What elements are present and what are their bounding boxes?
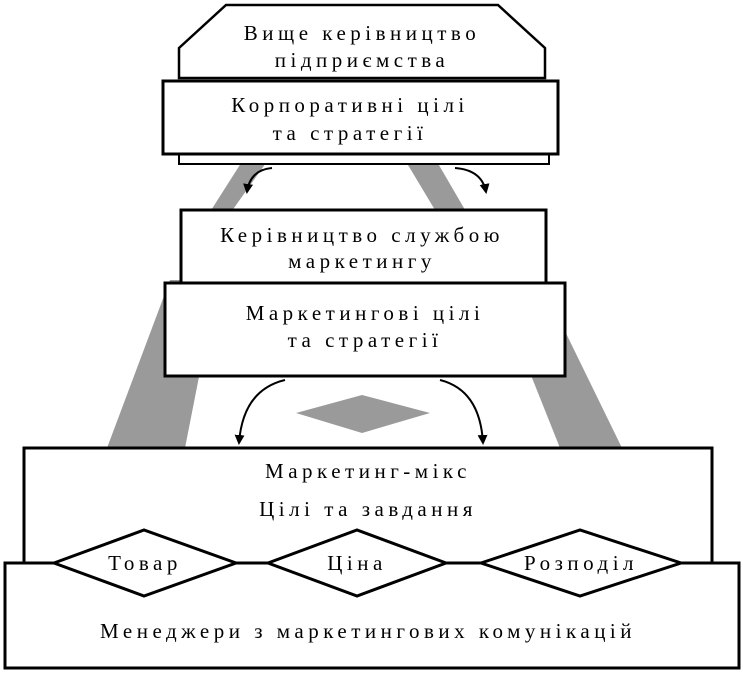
marketing-goals-label-line1: Маркетингові цілі: [246, 301, 485, 325]
marketing-mix-label-line2: Цілі та завдання: [259, 497, 477, 521]
communication-managers-label: Менеджери з маркетингових комунікацій: [100, 619, 636, 643]
marketing-mix-label-line1: Маркетинг-мікс: [265, 459, 471, 483]
marketing-goals-block: [163, 281, 567, 378]
upper-right-arrow: [454, 167, 490, 194]
corporate-goals-label-line1: Корпоративні цілі: [231, 93, 469, 117]
marketing-management-label-line1: Керівництво службою: [220, 223, 504, 247]
top-management-block: [177, 3, 547, 80]
marketing-management-label-line2: маркетингу: [288, 249, 436, 273]
right-upper-band: [405, 160, 468, 215]
product-label: Товар: [108, 551, 182, 575]
left-upper-band: [208, 160, 268, 215]
product-diamond: [49, 528, 241, 598]
top-management-label-line1: Вище керівництво: [244, 21, 480, 45]
distribution-label: Розподіл: [524, 551, 638, 575]
upper-left-arrow: [243, 167, 273, 194]
center-diamond: [296, 395, 430, 433]
distribution-diamond: [476, 528, 686, 598]
marketing-management-block: [179, 208, 548, 288]
top-management-label-line2: підприємства: [275, 48, 450, 72]
corporate-goals-label-line2: та стратегії: [273, 121, 428, 145]
marketing-goals-label-line2: та стратегії: [288, 328, 443, 352]
price-diamond: [263, 528, 451, 598]
lower-left-arrow: [234, 379, 286, 445]
lower-right-arrow: [439, 379, 488, 445]
corporate-goals-block: [161, 79, 560, 156]
price-label: Ціна: [327, 551, 387, 575]
